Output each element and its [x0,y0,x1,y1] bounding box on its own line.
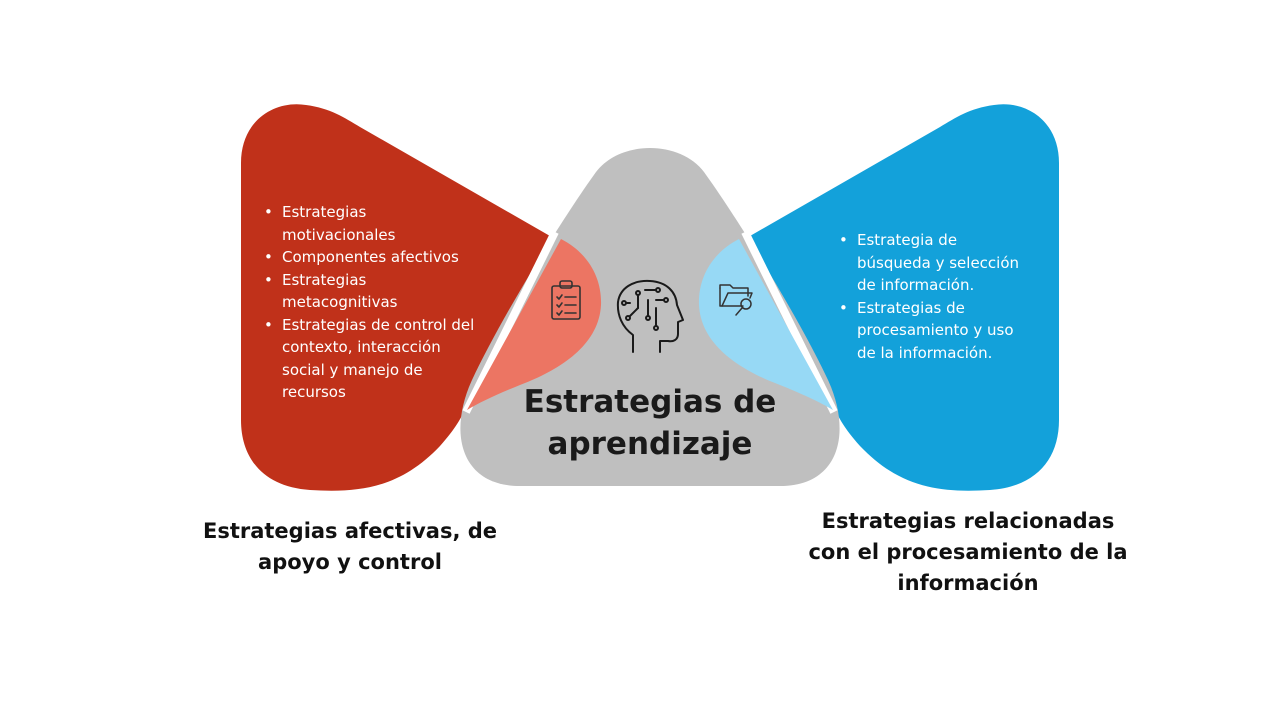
list-item: Estrategias de control del contexto, int… [262,314,482,404]
list-item: Componentes afectivos [262,246,482,269]
right-group-list: Estrategia de búsqueda y selección de in… [837,229,1027,364]
list-item: Estrategias de procesamiento y uso de la… [837,297,1027,365]
list-item: Estrategias motivacionales [262,201,482,246]
right-separator [741,230,838,414]
list-item: Estrategias metacognitivas [262,269,482,314]
brain-head-icon [616,279,684,353]
clipboard-checklist-icon [551,280,581,320]
right-overlap-shape [698,239,833,410]
folder-search-icon [719,284,753,316]
left-group-list: Estrategias motivacionales Componentes a… [262,201,482,404]
center-title: Estrategias de aprendizaje [523,384,777,462]
left-group-caption: Estrategias afectivas, de apoyo y contro… [202,519,498,574]
right-group-caption: Estrategias relacionadas con el procesam… [808,509,1128,595]
list-item: Estrategia de búsqueda y selección de in… [837,229,1027,297]
